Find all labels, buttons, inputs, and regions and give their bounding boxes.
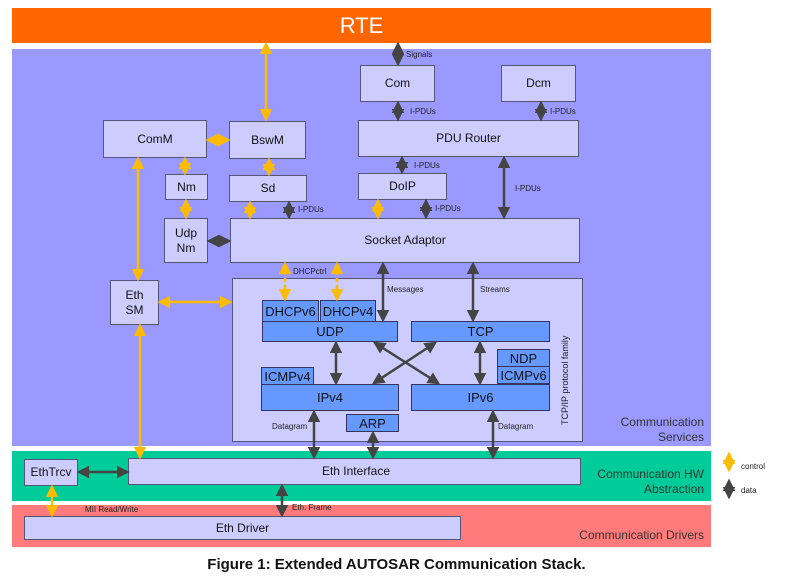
tcpip-dhcpv6[interactable]: DHCPv6 — [262, 300, 319, 322]
flow-label-datagram-v6: Datagram — [498, 422, 534, 431]
module-ethtrcv[interactable]: EthTrcv — [24, 459, 78, 486]
flow-label-streams: Streams — [480, 285, 510, 294]
legend-control-label: control — [741, 462, 766, 471]
flow-label-datagram-v4: Datagram — [272, 422, 308, 431]
module-comm[interactable]: ComM — [103, 120, 207, 158]
tcpip-ipv4[interactable]: IPv4 — [261, 384, 399, 411]
layer-label-drivers: Communication Drivers — [579, 528, 704, 542]
tcpip-tcp[interactable]: TCP — [411, 321, 550, 342]
flow-label-ipdus-router-sa: I-PDUs — [515, 184, 541, 193]
legend-data-label: data — [741, 486, 757, 495]
module-nm[interactable]: Nm — [165, 174, 208, 200]
module-sd[interactable]: Sd — [229, 175, 307, 202]
module-udp-nm[interactable]: Udp Nm — [164, 218, 208, 263]
flow-label-mii: MII Read/Write — [85, 505, 139, 514]
module-socket-adaptor[interactable]: Socket Adaptor — [230, 218, 580, 263]
rte-label: RTE — [339, 12, 384, 38]
flow-label-ipdus-sd: I-PDUs — [298, 205, 324, 214]
flow-label-dhcpctrl: DHCPctrl — [293, 267, 327, 276]
tcpip-udp[interactable]: UDP — [262, 321, 398, 342]
module-dcm[interactable]: Dcm — [501, 65, 576, 102]
module-pdu-router[interactable]: PDU Router — [358, 120, 579, 157]
module-com[interactable]: Com — [360, 65, 435, 102]
flow-label-ipdus-com: I-PDUs — [410, 107, 436, 116]
layer-label-hw: Communication HW Abstraction — [597, 467, 704, 496]
flow-label-signals: Signals — [406, 50, 433, 59]
module-eth-interface[interactable]: Eth Interface — [128, 458, 581, 485]
flow-label-messages: Messages — [387, 285, 424, 294]
module-eth-sm[interactable]: Eth SM — [110, 280, 159, 325]
tcpip-ipv6[interactable]: IPv6 — [411, 384, 550, 411]
flow-label-ipdus-doip-sa: I-PDUs — [435, 204, 461, 213]
figure-caption: Figure 1: Extended AUTOSAR Communication… — [207, 556, 586, 573]
tcpip-icmpv4[interactable]: ICMPv4 — [261, 367, 314, 385]
tcpip-icmpv6[interactable]: ICMPv6 — [497, 366, 550, 384]
flow-label-ipdus-dcm: I-PDUs — [550, 107, 576, 116]
tcpip-dhcpv4[interactable]: DHCPv4 — [320, 300, 376, 322]
flow-label-eth-frame: Eth. Frame — [292, 503, 332, 512]
module-bswm[interactable]: BswM — [229, 121, 306, 159]
layer-label-services: Communication Services — [620, 415, 704, 444]
flow-label-ipdus-doip-router: I-PDUs — [414, 161, 440, 170]
tcpip-arp[interactable]: ARP — [346, 414, 399, 432]
rte-bar: RTE — [12, 8, 711, 43]
tcpip-family-label: TCP/IP protocol family — [560, 335, 570, 425]
module-eth-driver[interactable]: Eth Driver — [24, 516, 461, 540]
tcpip-ndp[interactable]: NDP — [497, 349, 550, 367]
module-doip[interactable]: DoIP — [358, 173, 447, 200]
